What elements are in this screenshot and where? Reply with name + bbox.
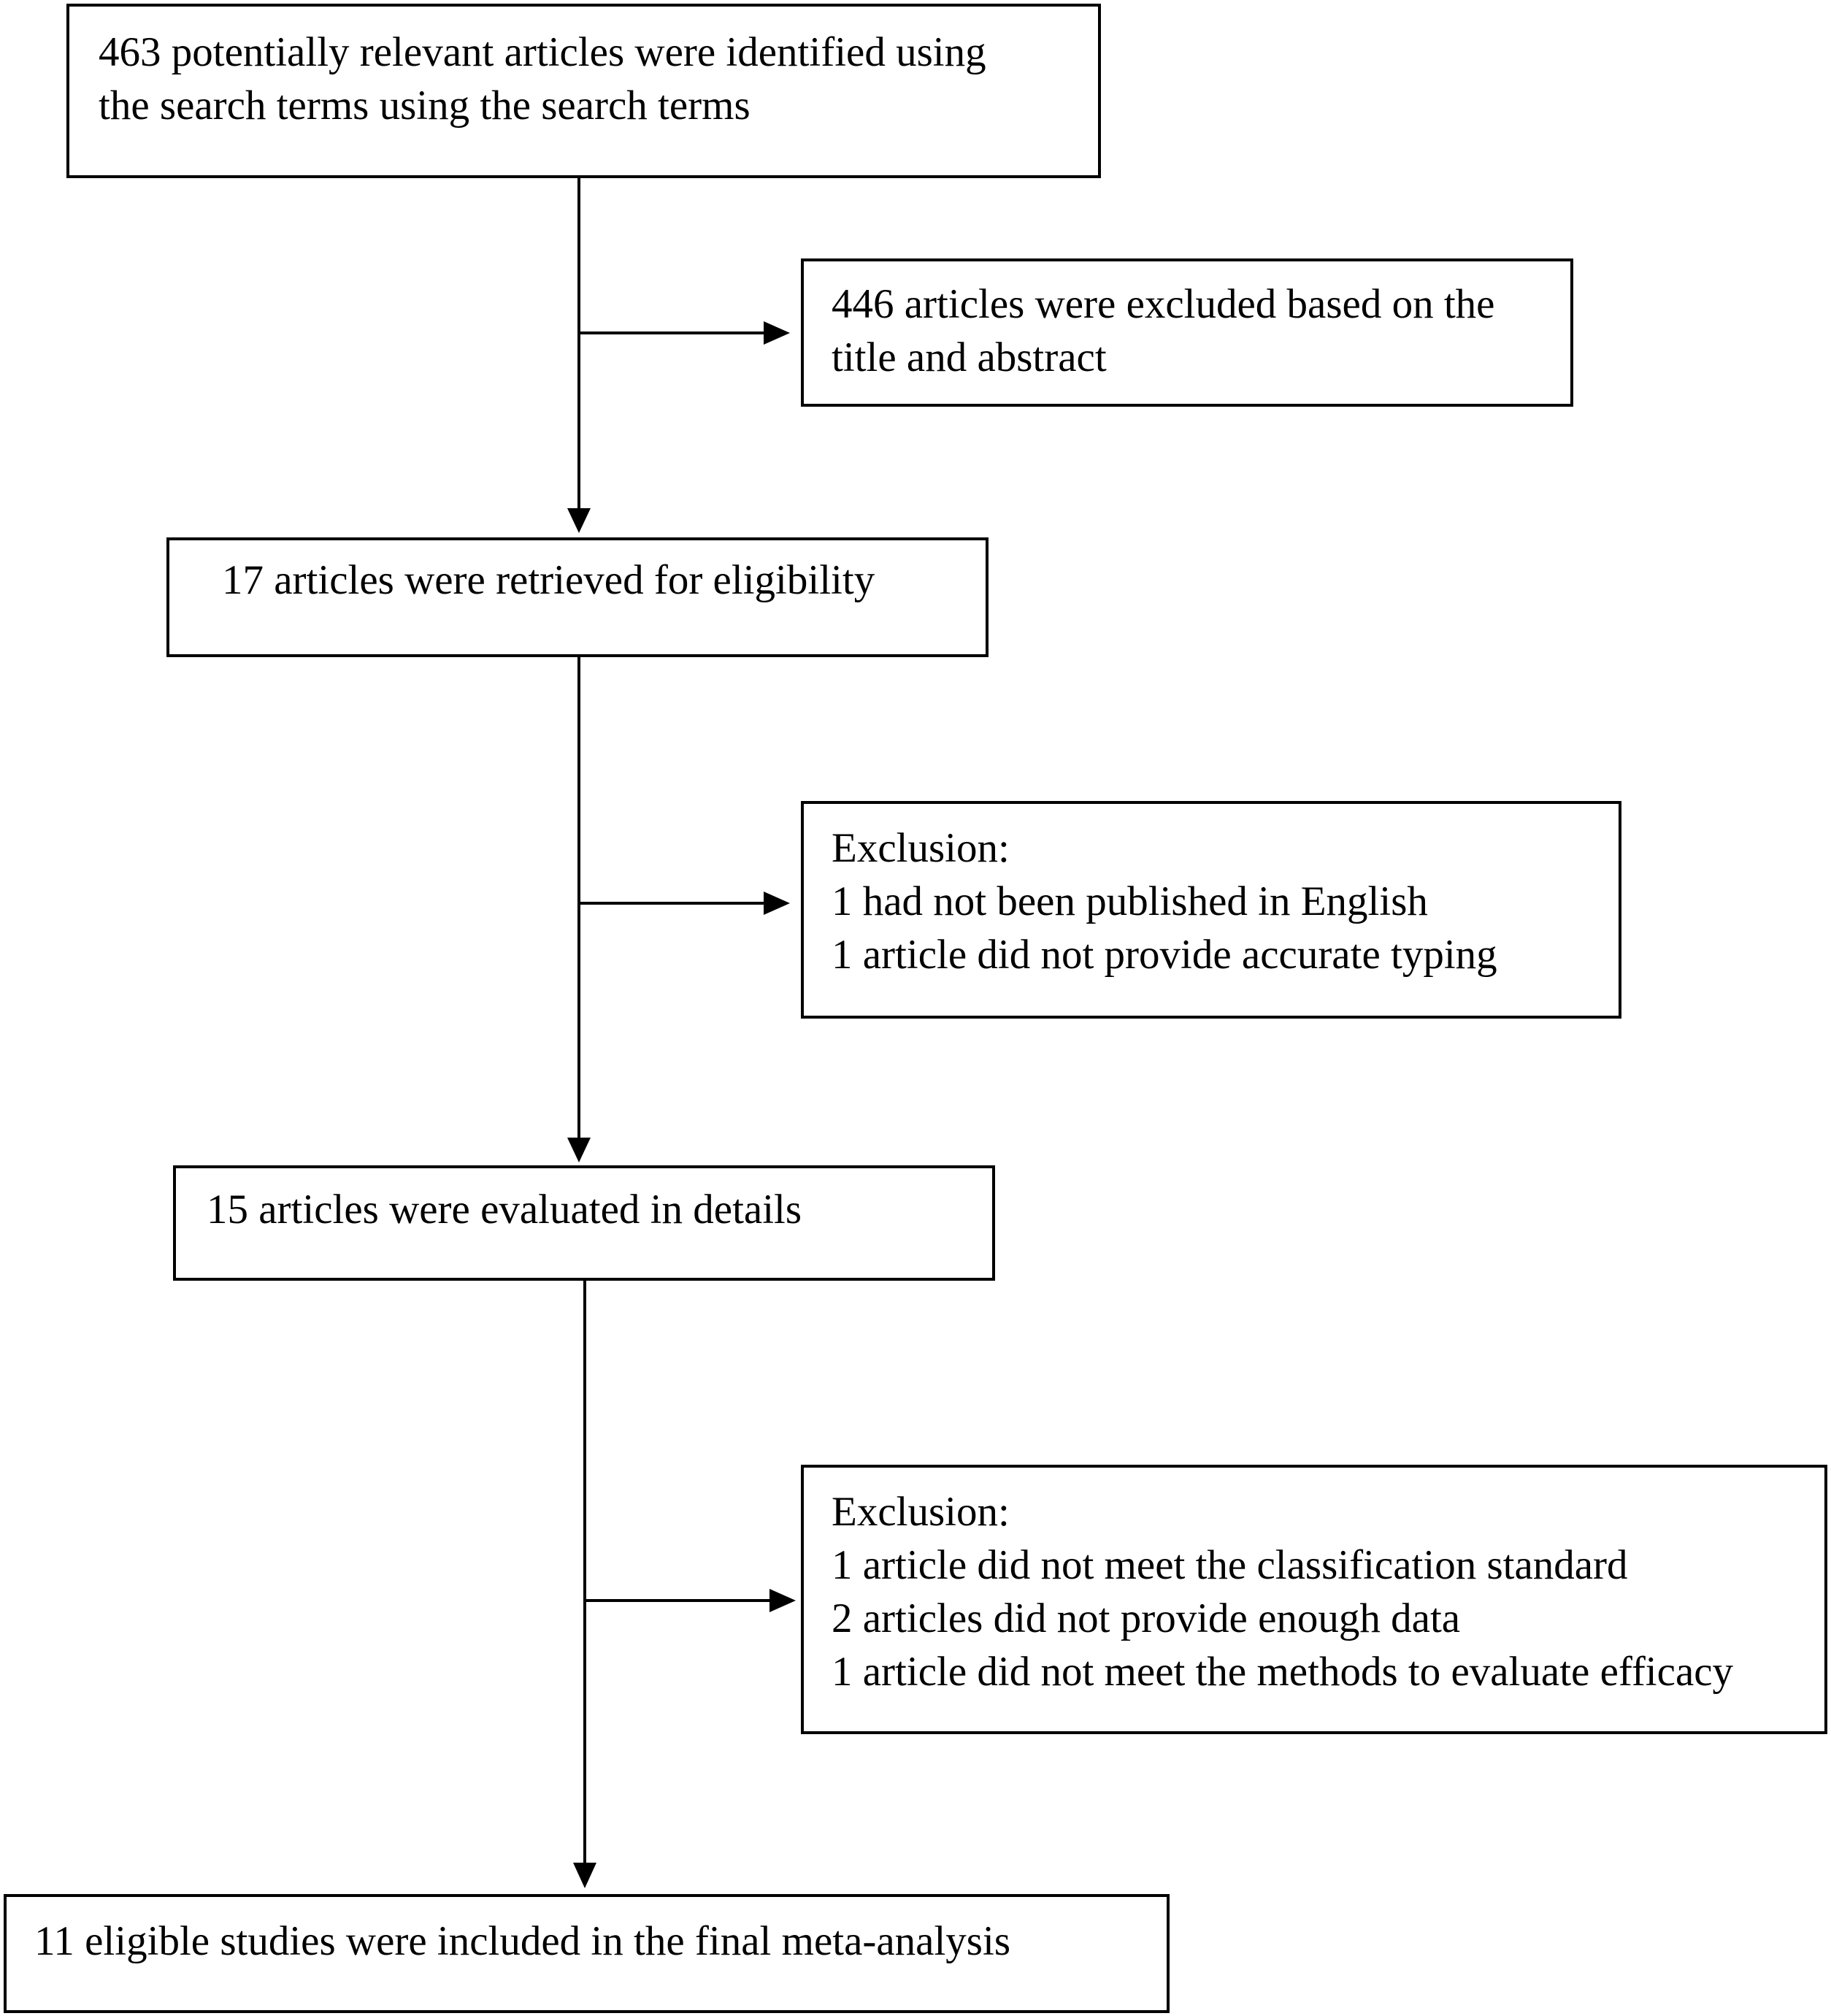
identified-articles-box: 463 potentially relevant articles were i… <box>66 4 1101 178</box>
box-text-line: 17 articles were retrieved for eligibili… <box>222 557 875 603</box>
retrieved-articles-box: 17 articles were retrieved for eligibili… <box>166 537 989 657</box>
arrowhead-exclusion-2 <box>769 1589 796 1612</box>
box-text-line: 463 potentially relevant articles were i… <box>99 29 986 75</box>
box-text-line: 1 article did not meet the methods to ev… <box>832 1649 1734 1695</box>
arrowhead-included <box>573 1863 596 1888</box>
arrowhead-exclusion-1 <box>764 892 790 915</box>
box-text-line: Exclusion: <box>832 1489 1010 1535</box>
arrowhead-excluded-title-abstract <box>764 321 790 345</box>
box-text-line: 11 eligible studies were included in the… <box>34 1918 1010 1964</box>
box-text-line: 15 articles were evaluated in details <box>207 1187 802 1233</box>
box-text-line: 446 articles were excluded based on the <box>832 281 1495 327</box>
arrowhead-evaluated <box>567 1138 591 1162</box>
arrowhead-retrieved <box>567 508 591 533</box>
box-text-line: 1 article did not provide accurate typin… <box>832 932 1497 978</box>
box-text-line: Exclusion: <box>832 825 1010 871</box>
box-text-line: the search terms using the search terms <box>99 83 751 129</box>
evaluated-articles-box: 15 articles were evaluated in details <box>173 1165 995 1281</box>
exclusion-2-box: Exclusion: 1 article did not meet the cl… <box>801 1465 1827 1734</box>
box-text-line: title and abstract <box>832 334 1107 380</box>
included-studies-box: 11 eligible studies were included in the… <box>4 1894 1170 2013</box>
box-text-line: 1 had not been published in English <box>832 878 1428 924</box>
box-text-line: 1 article did not meet the classificatio… <box>832 1542 1628 1588</box>
box-text-line: 2 articles did not provide enough data <box>832 1595 1461 1641</box>
exclusion-1-box: Exclusion: 1 had not been published in E… <box>801 801 1621 1019</box>
excluded-title-abstract-box: 446 articles were excluded based on the … <box>801 258 1573 407</box>
